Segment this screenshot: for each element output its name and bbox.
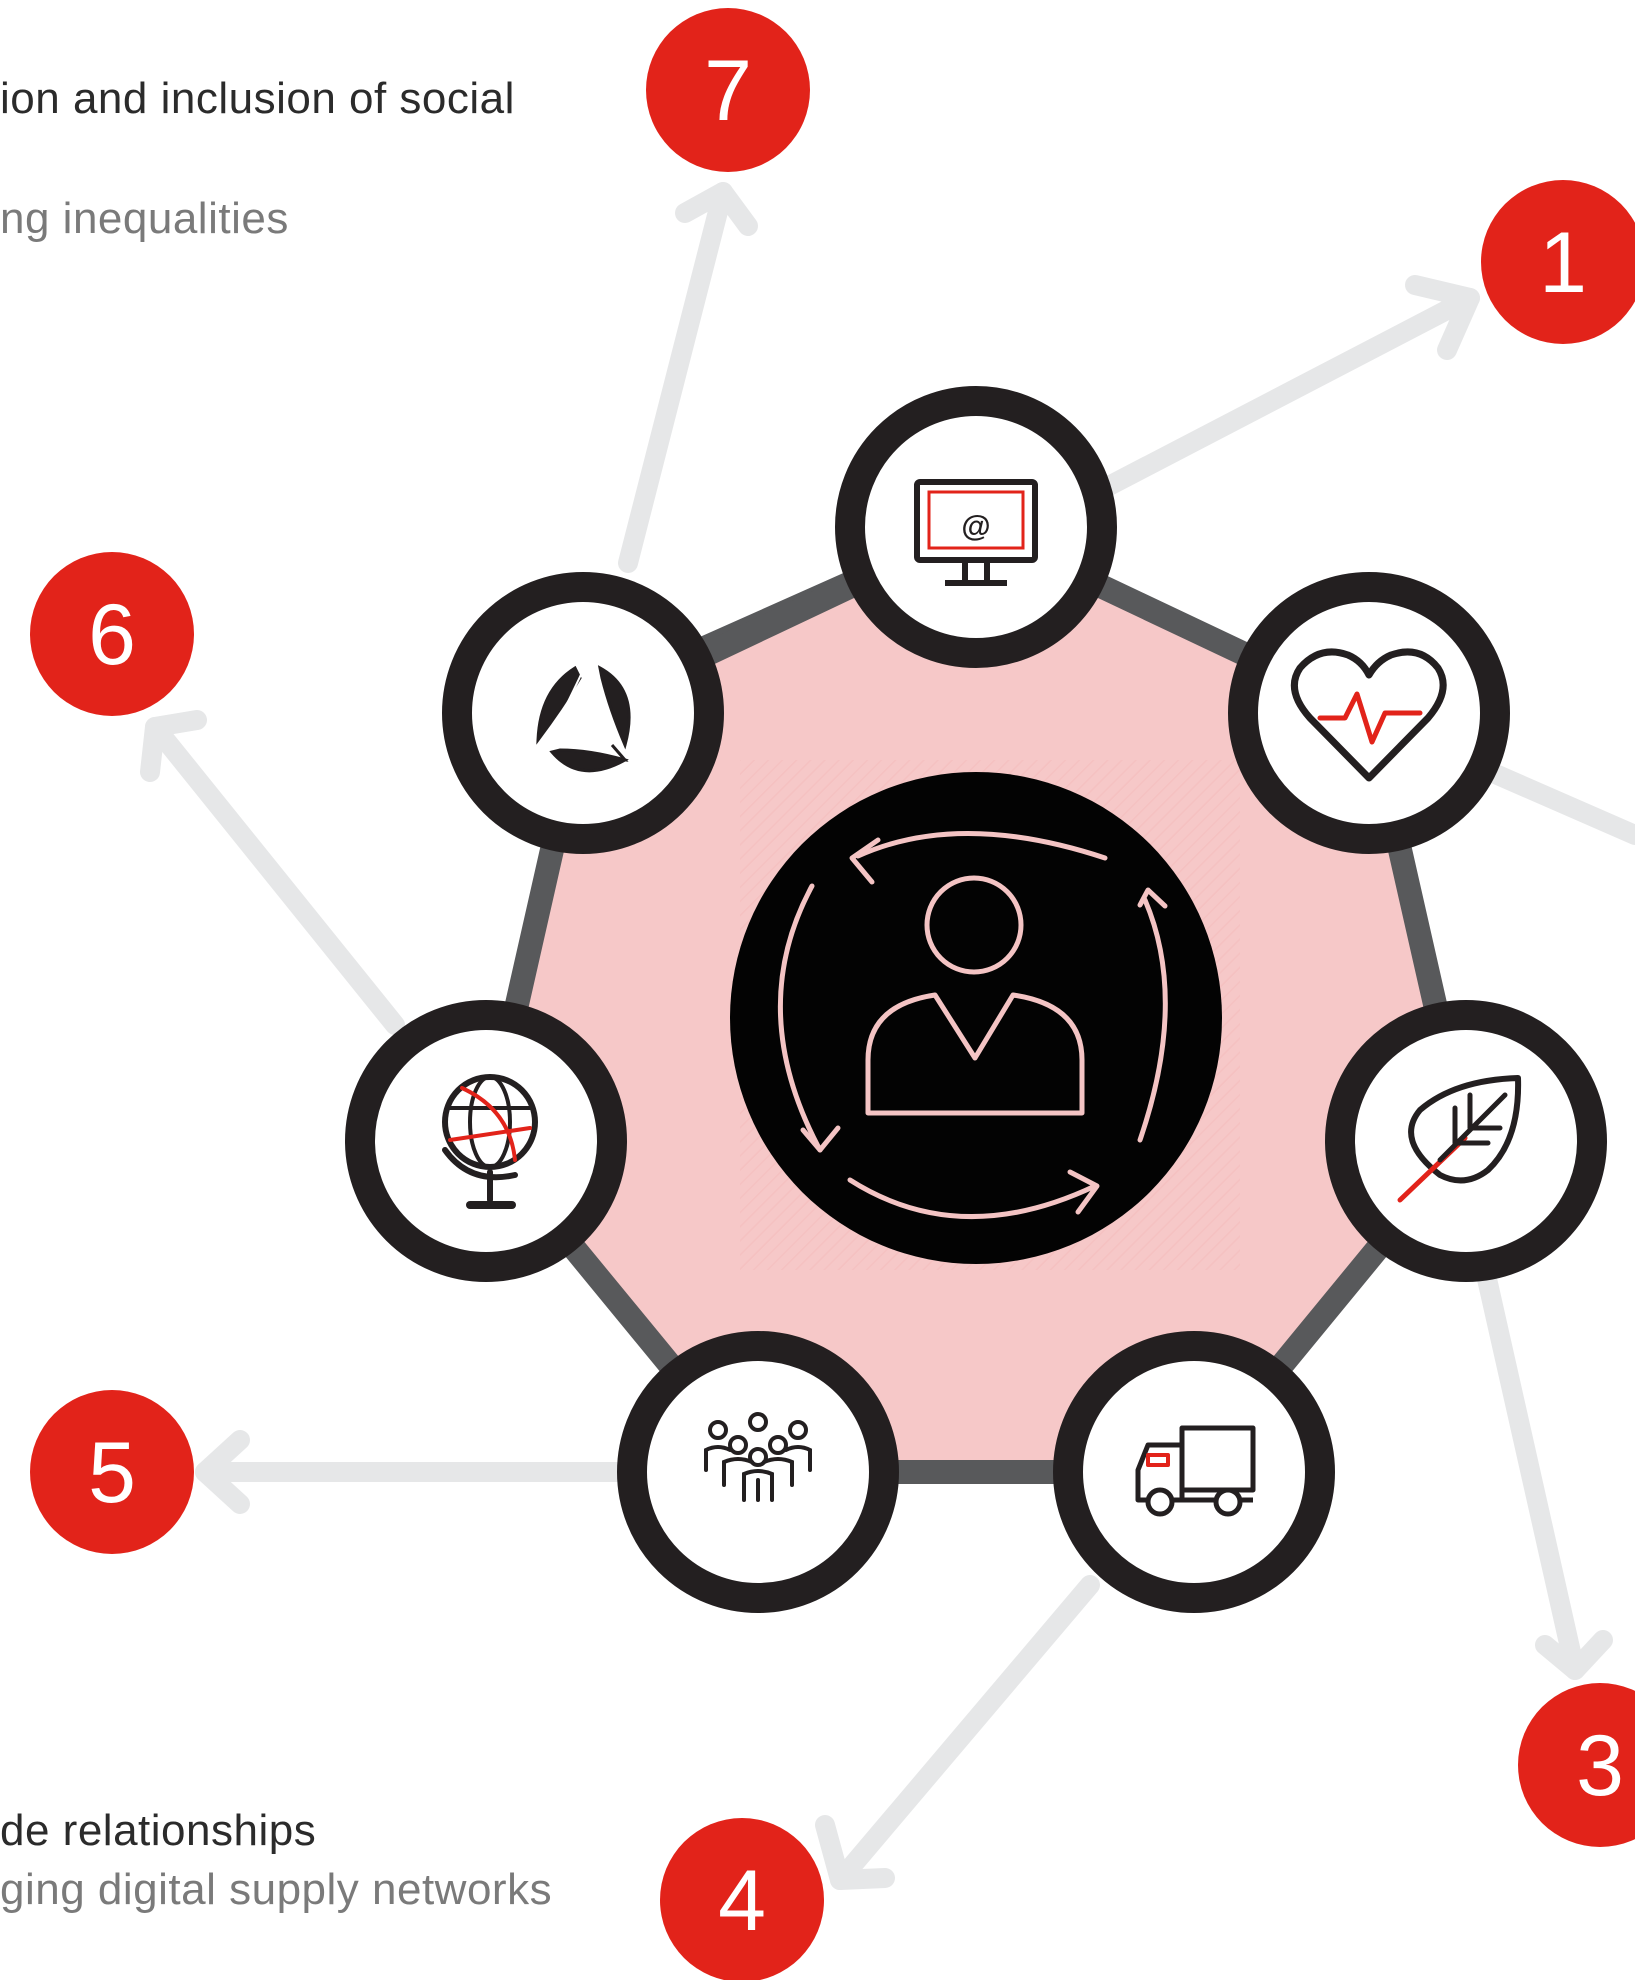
- badge-1: 1: [1481, 180, 1635, 344]
- node-email-monitor: @: [835, 386, 1117, 668]
- email-monitor-icon: @: [914, 479, 1038, 586]
- delivery-truck-icon: [1135, 1425, 1256, 1517]
- connector-arrow-3: [1475, 1260, 1613, 1680]
- node-group-of-people: [617, 1331, 899, 1613]
- caption-4-heading: de relationships: [0, 1806, 317, 1855]
- connector-arrow-1: [1095, 275, 1480, 498]
- badge-4: 4: [660, 1818, 824, 1982]
- globe-icon: [442, 1074, 538, 1209]
- badge-4-number: 4: [718, 1853, 766, 1949]
- center-person-cycle: [730, 772, 1222, 1264]
- node-rings: @: [345, 386, 1607, 1613]
- connector-arrow-5: [195, 1430, 635, 1514]
- badge-7: 7: [646, 8, 810, 172]
- badge-5-number: 5: [88, 1425, 136, 1521]
- caption-4-subtext: ging digital supply networks: [0, 1865, 553, 1914]
- connector-arrow-7: [618, 182, 758, 573]
- heartbeat-icon: [1290, 648, 1447, 782]
- badge-1-number: 1: [1539, 215, 1587, 311]
- node-recycle-leaves: [442, 572, 724, 854]
- node-heartbeat: [1228, 572, 1510, 854]
- badge-3-number: 3: [1576, 1718, 1624, 1814]
- caption-7-heading: ion and inclusion of social: [0, 74, 515, 123]
- badge-3: 3: [1518, 1683, 1635, 1847]
- number-badges: 1 3 4 5 6 7: [30, 8, 1635, 1982]
- connector-arrow-6: [140, 710, 405, 1035]
- badge-6-number: 6: [88, 587, 136, 683]
- email-at-symbol: @: [961, 510, 990, 543]
- node-globe: [345, 1000, 627, 1282]
- leaf-icon: [1397, 1075, 1522, 1203]
- badge-7-number: 7: [704, 43, 752, 139]
- node-delivery-truck: [1053, 1331, 1335, 1613]
- group-of-people-icon: [704, 1412, 812, 1502]
- badge-6: 6: [30, 552, 194, 716]
- person-cycle-icon: [777, 831, 1168, 1220]
- badge-5: 5: [30, 1390, 194, 1554]
- connector-arrow-4: [815, 1575, 1100, 1890]
- recycle-leaves-icon: [536, 665, 631, 773]
- caption-7-subtext: ng inequalities: [0, 194, 289, 243]
- node-leaf: [1325, 1000, 1607, 1282]
